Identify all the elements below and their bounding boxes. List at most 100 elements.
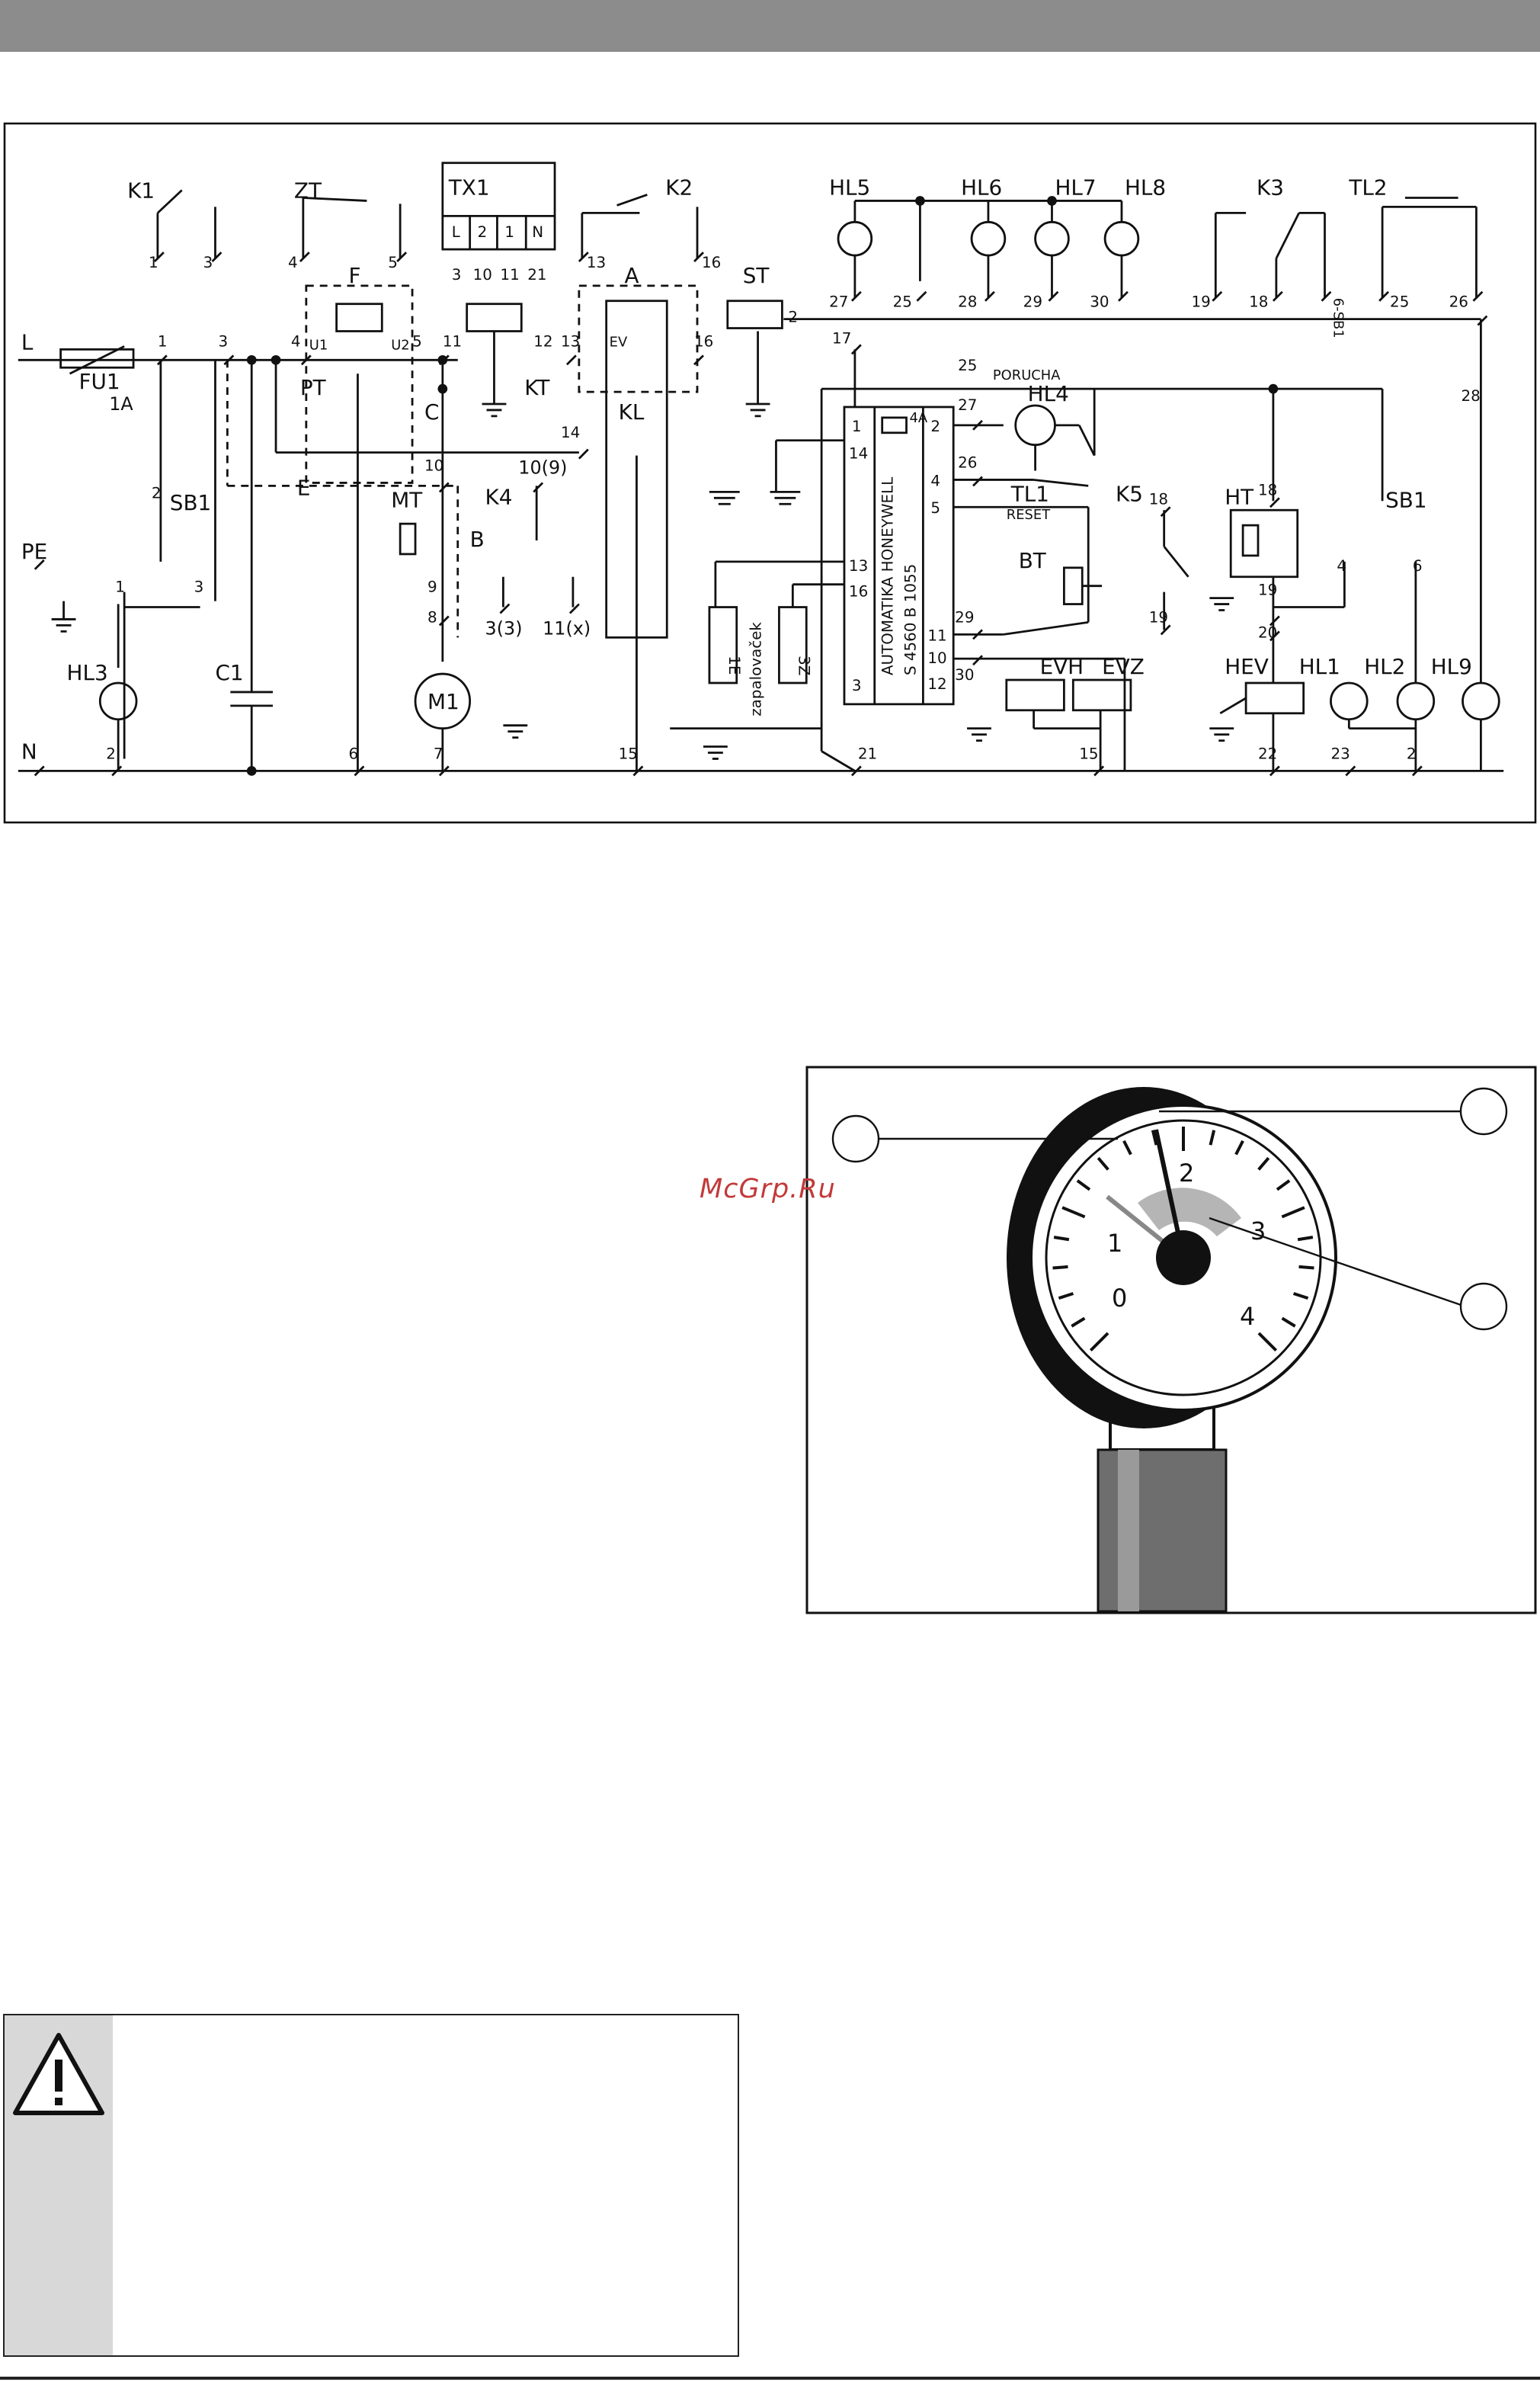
term-n26b: 26 [1449,293,1468,311]
label-HL2: HL2 [1364,654,1405,679]
term-n15b: 15 [1079,745,1098,762]
label-B: B [470,527,485,552]
tx1-pin-3: N [532,223,543,241]
term-n18b: 18 [1149,490,1168,508]
term-n9: 9 [427,579,437,596]
term-n27: 27 [829,293,848,311]
label-U1: U1 [309,337,328,353]
tx1-num-3: 21 [527,266,546,284]
label-K3: K3 [1257,175,1284,200]
label-HL8: HL8 [1125,175,1166,200]
gauge-tick [1071,1316,1086,1328]
gauge-tick [1053,1236,1070,1242]
term-n28: 28 [958,293,977,311]
term-n19c: 19 [1258,582,1277,599]
term-n4b: 4 [291,332,301,350]
term-n11: 11 [443,332,462,350]
tx1-pin-0: L [452,223,460,241]
gauge-tick [1234,1140,1244,1156]
tx1-num-0: 3 [452,266,462,284]
term-n18: 18 [1249,293,1268,311]
label-6-SB1: 6-SB1 [1330,298,1346,338]
module-pin-r0: 2 [930,418,940,435]
term-n26c: 26 [958,454,977,472]
label-KL: KL [619,399,645,425]
label-HL6: HL6 [961,175,1002,200]
label-HEV: HEV [1225,654,1269,679]
label-HL9: HL9 [1431,654,1472,679]
gauge-tick [1297,1236,1314,1242]
label-KT: KT [524,375,550,400]
term-n29c: 29 [955,608,974,626]
label-reset: RESET [1007,507,1050,523]
term-n4c: 4 [1337,557,1346,575]
term-n15: 15 [619,745,638,762]
term-n21: 21 [858,745,877,762]
term-n27c: 27 [958,396,977,414]
term-n7: 7 [434,745,443,762]
gauge-tick [1292,1292,1309,1300]
label-HL1: HL1 [1299,654,1340,679]
label-MT: MT [391,487,423,512]
gauge-tick [1276,1179,1291,1191]
label-BT: BT [1019,548,1047,573]
label-HT: HT [1225,484,1254,509]
gauge-tick [1151,1130,1158,1146]
label-K5: K5 [1116,481,1143,506]
gauge-tick [1257,1156,1270,1171]
electrode-3Z: 3Z [795,656,812,675]
label-EVH: EVH [1040,654,1084,679]
header-bar [0,0,1540,52]
term-n4: 4 [288,254,298,271]
module-model: S 4560 B 1055 [901,564,919,675]
label-K4-top: 10(9) [518,457,567,478]
gauge-scale-0: 0 [1112,1284,1127,1313]
term-n14: 14 [561,424,580,441]
term-n13: 13 [587,254,606,271]
term-n1: 1 [149,254,158,271]
label-L: L [21,329,34,354]
gauge-tick [1097,1156,1109,1171]
watermark: McGrp.Ru [700,1174,836,1204]
module-pin-r2: 5 [930,499,940,517]
tx1-num-2: 11 [500,266,519,284]
term-n3c: 3 [194,579,204,596]
label-F: F [349,263,361,288]
term-n16b: 16 [694,332,713,350]
module-pin-l4: 3 [852,677,862,694]
gauge-tick [1089,1332,1109,1352]
callout-top-right [1459,1087,1508,1136]
label-HL7: HL7 [1055,175,1096,200]
label-A: A [625,263,639,288]
term-n17: 17 [832,329,851,347]
label-E: E [297,475,311,500]
term-n2c: 2 [788,309,798,326]
label-EVZ: EVZ [1102,654,1145,679]
electrode-1E: 1E [725,656,743,675]
label-C1: C1 [215,660,243,685]
tx1-num-1: 10 [473,266,492,284]
term-n1c: 1 [115,579,125,596]
gauge-scale-4: 4 [1240,1302,1255,1331]
tx1-pin-1: 2 [478,223,488,241]
label-HL4: HL4 [1028,381,1069,406]
gauge-tick [1061,1206,1086,1219]
term-n25: 25 [893,293,912,311]
module-pin-r3: 11 [927,627,946,644]
term-n5b: 5 [412,332,422,350]
footer-rule [0,2377,1540,2380]
term-n5: 5 [388,254,398,271]
callout-bottom-right [1459,1282,1508,1331]
label-K1: K1 [127,178,155,203]
gauge-tick [1052,1265,1068,1270]
gauge-tick [1076,1179,1091,1191]
term-n18c: 18 [1258,481,1277,499]
gauge-tick [1298,1265,1314,1270]
term-n8: 8 [427,608,437,626]
term-n6: 6 [349,745,359,762]
gauge-scale-1: 1 [1107,1229,1122,1258]
term-n30c: 30 [955,666,974,684]
gauge-tick [1257,1332,1278,1352]
label-K4-b: 11(x) [543,617,591,639]
module-pin-l3: 16 [849,583,868,601]
